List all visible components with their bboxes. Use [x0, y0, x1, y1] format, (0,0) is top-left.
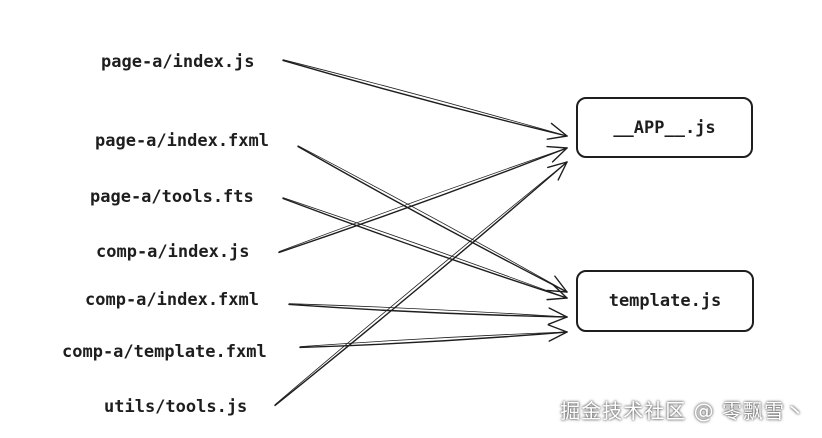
- arrow-page-a-index-fxml-to-template-js: [297, 145, 568, 293]
- arrow-comp-a-template-fxml-to-template-js: [299, 324, 568, 349]
- source-label-page-a-tools-fts: page-a/tools.fts: [90, 187, 254, 207]
- source-label-comp-a-index-fxml: comp-a/index.fxml: [85, 290, 259, 310]
- source-label-comp-a-template-fxml: comp-a/template.fxml: [62, 342, 267, 362]
- arrow-page-a-tools-fts-to-template-js: [282, 197, 568, 301]
- target-box-template-js: template.js: [576, 270, 754, 332]
- arrow-comp-a-index-js-to-app-js: [278, 145, 568, 254]
- target-label-app-js: __APP__.js: [613, 117, 716, 138]
- source-label-page-a-index-js: page-a/index.js: [101, 52, 255, 72]
- arrow-page-a-index-js-to-app-js: [282, 59, 568, 140]
- arrow-comp-a-index-fxml-to-template-js: [288, 303, 568, 325]
- watermark-text: 掘金技术社区 @ 零飘雪丶: [560, 399, 806, 423]
- source-label-utils-tools-js: utils/tools.js: [104, 397, 248, 417]
- source-label-page-a-index-fxml: page-a/index.fxml: [95, 131, 269, 151]
- target-label-template-js: template.js: [608, 291, 722, 311]
- arrow-utils-tools-js-to-app-js: [274, 161, 568, 407]
- target-box-app-js: __APP__.js: [576, 97, 753, 158]
- source-label-comp-a-index-js: comp-a/index.js: [96, 242, 250, 262]
